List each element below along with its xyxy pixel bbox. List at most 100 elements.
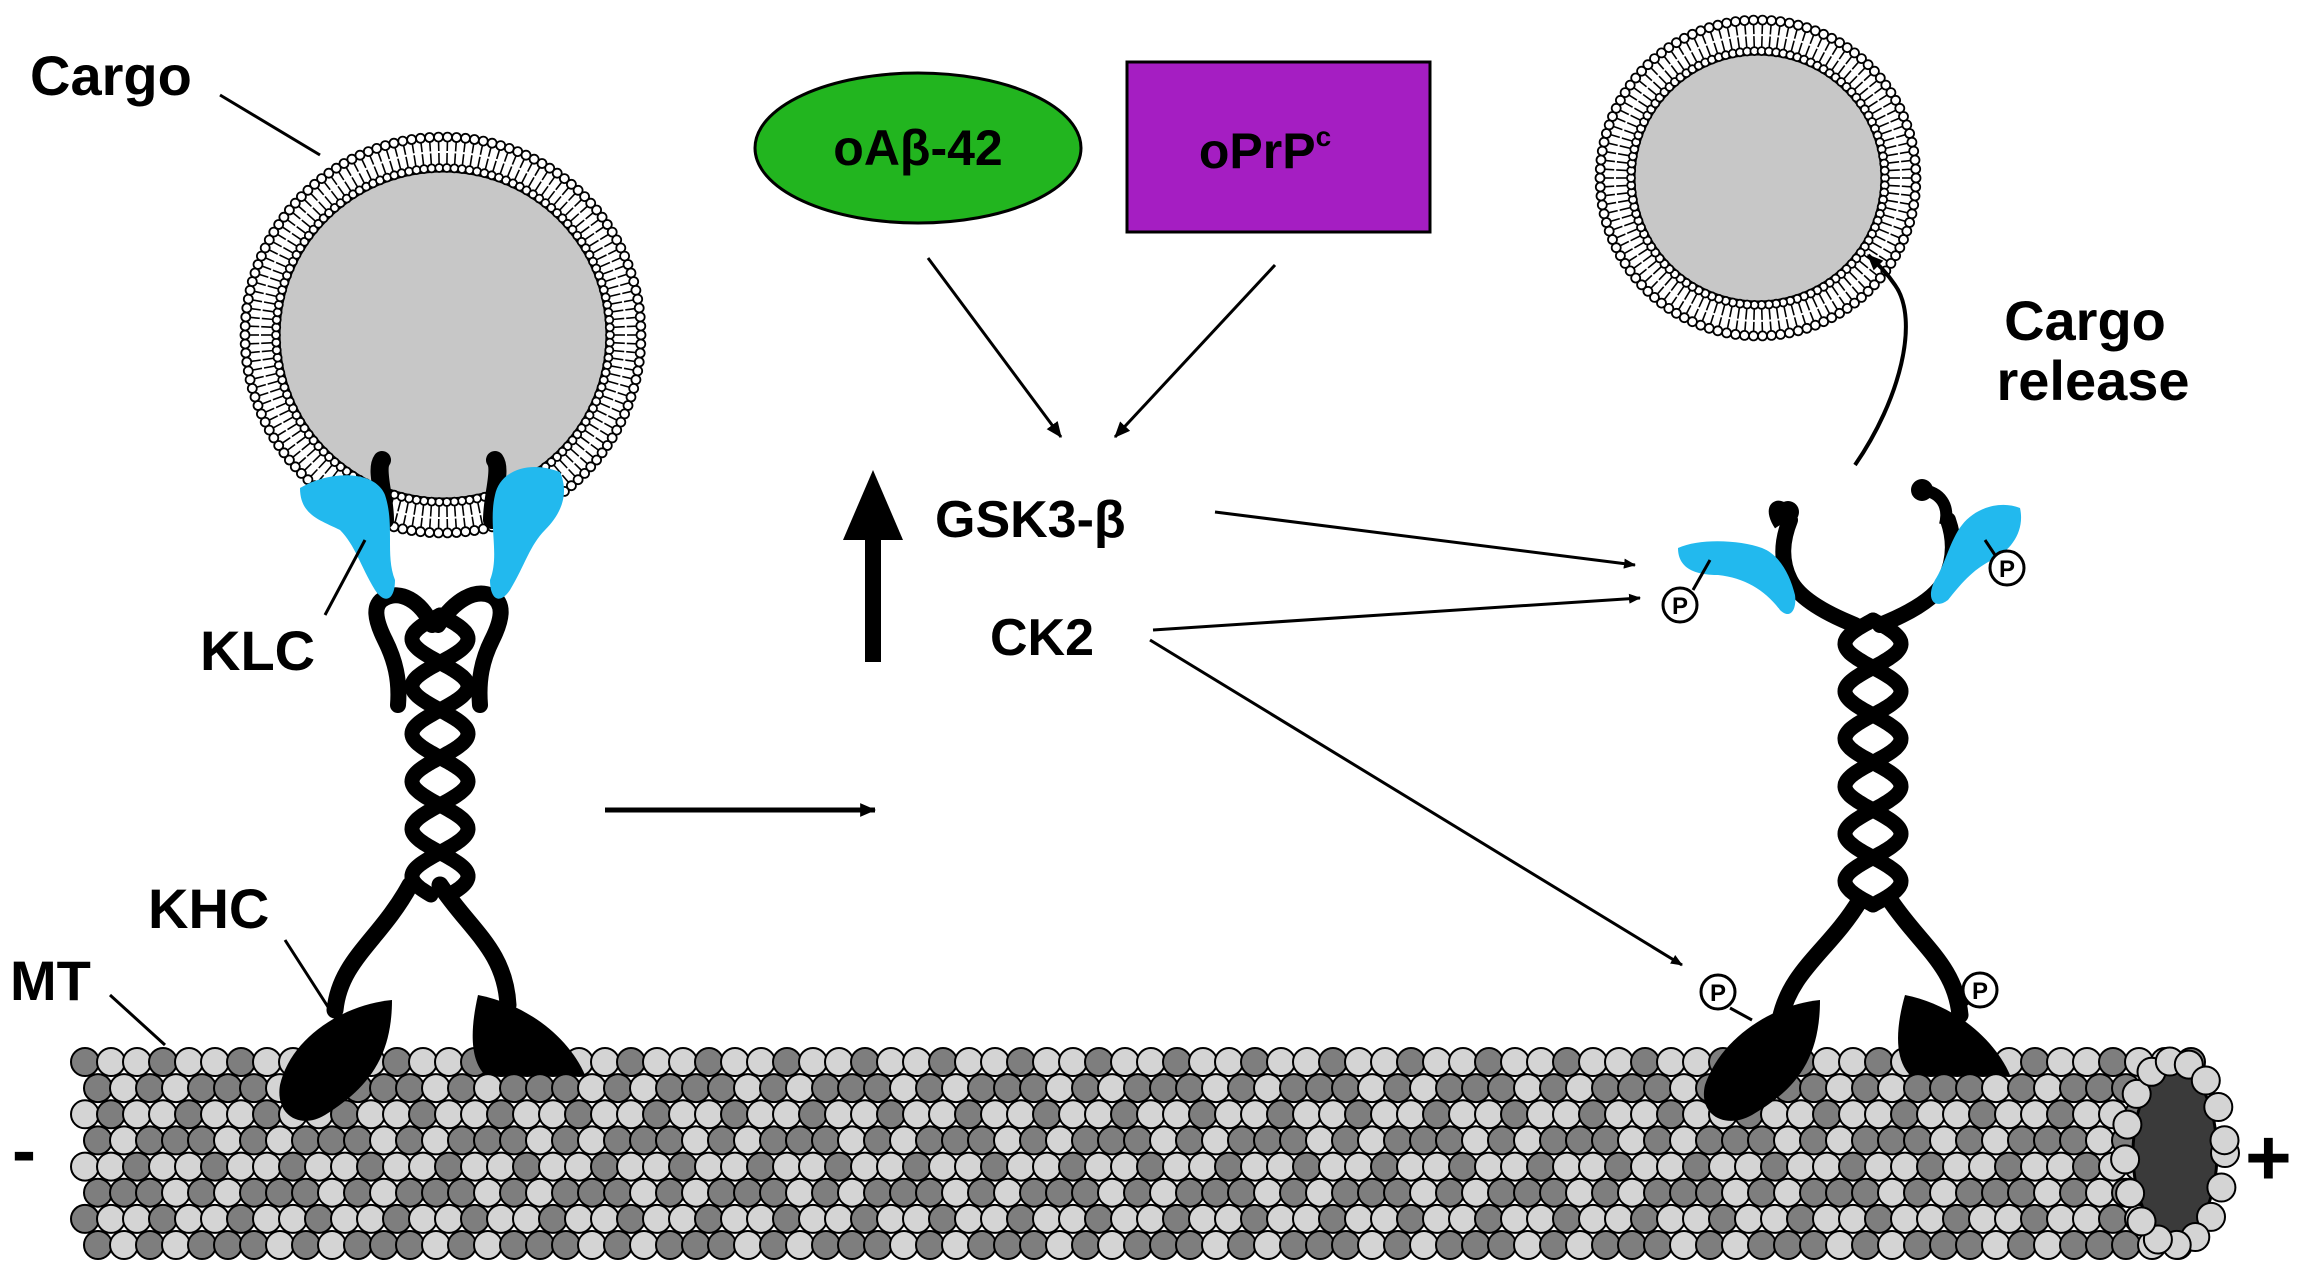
tubulin-subunit [552,1179,580,1207]
tubulin-subunit [708,1126,736,1154]
lipid-head-outer [398,137,407,146]
lipid-head-outer [1758,331,1767,340]
khc-neck-right-b [1890,900,1960,1015]
tubulin-subunit [344,1179,372,1207]
tubulin-subunit [1670,1179,1698,1207]
tubulin-subunit [1488,1126,1516,1154]
tubulin-subunit [2021,1153,2049,1181]
tubulin-subunit [877,1205,905,1233]
lipid-head-outer [407,526,416,535]
tubulin-subunit [2060,1074,2088,1102]
tubulin-subunit [1228,1231,1256,1259]
tubulin-subunit [1189,1048,1217,1076]
khc-leader-line [285,940,330,1010]
tubulin-subunit [487,1100,515,1128]
tubulin-subunit [1696,1179,1724,1207]
tubulin-subunit [1215,1205,1243,1233]
tubulin-subunit [565,1100,593,1128]
lipid-head-outer [452,133,461,142]
tubulin-subunit [799,1100,827,1128]
khc-neck-left-b [1780,900,1860,1020]
tubulin-subunit [448,1126,476,1154]
tubulin-subunit [214,1179,242,1207]
tubulin-subunit [526,1074,554,1102]
tubulin-subunit [383,1048,411,1076]
tubulin-subunit [1683,1153,1711,1181]
tubulin-subunit [812,1231,840,1259]
tubulin-subunit [1137,1205,1165,1233]
tubulin-subunit [1020,1179,1048,1207]
arrow-gsk3b-to-klc [1215,512,1635,565]
tubulin-subunit [981,1153,1009,1181]
lipid-head-outer [1596,165,1605,174]
kinesin-stalk-right [1845,620,1901,905]
tubulin-subunit [1917,1153,1945,1181]
tubulin-subunit [760,1074,788,1102]
tubulin-subunit [227,1153,255,1181]
tubulin-subunit [2021,1100,2049,1128]
tubulin-subunit [1631,1100,1659,1128]
lipid-head-outer [381,141,390,150]
oprpc-label-base: oPrP [1199,123,1316,179]
tubulin-subunit [578,1179,606,1207]
tubulin-subunit [604,1231,632,1259]
tubulin-subunit [1878,1231,1906,1259]
tubulin-subunit [1072,1126,1100,1154]
tubulin-subunit [1423,1153,1451,1181]
tubulin-subunit [1163,1048,1191,1076]
tubulin-subunit [1865,1100,1893,1128]
tubulin-subunit [1618,1231,1646,1259]
tubulin-subunit [1501,1205,1529,1233]
tubulin-subunit [1943,1100,1971,1128]
lipid-head-outer [246,375,255,384]
tubulin-subunit [539,1205,567,1233]
lipid-head-outer [1794,326,1803,335]
lipid-head-outer [1713,326,1722,335]
lipid-head-outer [1722,328,1731,337]
tubulin-subunit [1475,1205,1503,1233]
arrow-ck2-to-klc [1153,598,1640,630]
tubulin-subunit [1150,1126,1178,1154]
tubulin-subunit [994,1074,1022,1102]
tubulin-subunit [1436,1074,1464,1102]
tubulin-subunit [1358,1179,1386,1207]
tubulin-subunit [201,1153,229,1181]
lipid-head-outer [1912,174,1921,183]
tubulin-subunit [890,1074,918,1102]
tubulin-subunit [617,1048,645,1076]
tubulin-subunit [344,1231,372,1259]
lipid-head-outer [443,528,452,537]
gsk3b-label: GSK3-β [935,491,1126,549]
tubulin-subunit [162,1179,190,1207]
mt-label: MT [10,949,91,1012]
lipid-head-outer [1767,16,1776,25]
tubulin-subunit [1644,1231,1672,1259]
tubulin-subunit [916,1231,944,1259]
tubulin-subunit [721,1048,749,1076]
tubulin-subunit [1982,1126,2010,1154]
tubulin-subunit [305,1205,333,1233]
tubulin-subunit [1553,1205,1581,1233]
lipid-head-outer [637,331,646,340]
tubulin-subunit [1228,1179,1256,1207]
tubulin-subunit [2086,1179,2114,1207]
tubulin-subunit [1904,1126,1932,1154]
tubulin-subunit [1462,1126,1490,1154]
tubulin-subunit [1839,1153,1867,1181]
tubulin-subunit [201,1048,229,1076]
tubulin-subunit [123,1048,151,1076]
tubulin-subunit [799,1153,827,1181]
tubulin-subunit [1605,1205,1633,1233]
tubulin-subunit [123,1153,151,1181]
tubulin-subunit [422,1179,450,1207]
tubulin-subunit [2060,1231,2088,1259]
tubulin-subunit [1046,1126,1074,1154]
tubulin-subunit [149,1048,177,1076]
tubulin-subunit [1527,1100,1555,1128]
tubulin-subunit [1111,1153,1139,1181]
tubulin-subunit [1046,1231,1074,1259]
tubulin-subunit [188,1179,216,1207]
tubulin-subunit [1709,1205,1737,1233]
tubulin-subunit [695,1100,723,1128]
